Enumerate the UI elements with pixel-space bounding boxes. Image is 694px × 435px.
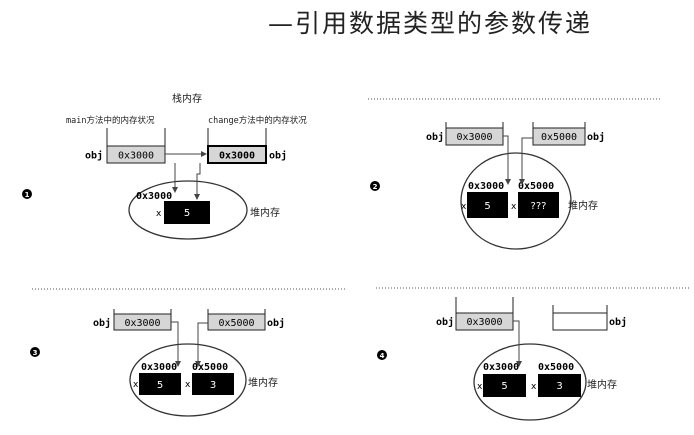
heap-object [518, 192, 559, 218]
heap-object [538, 374, 581, 397]
step-number: 4 [380, 352, 385, 360]
heap-memory-label: 堆内存 [568, 199, 598, 212]
stack-memory-label: 栈内存 [172, 92, 202, 105]
main-state-label: main方法中的内存状况 [66, 115, 155, 126]
change-stack-frame-released [552, 305, 608, 331]
heap-object-value: 5 [501, 381, 507, 392]
change-obj-slot [207, 313, 266, 331]
reference-arrow [519, 137, 533, 185]
heap-object-value: 3 [556, 381, 562, 392]
field-x-label: x [156, 209, 162, 219]
change-obj-slot [207, 145, 267, 164]
obj-label: obj [609, 316, 627, 328]
step-number: 1 [25, 191, 30, 199]
field-x-label: x [461, 202, 467, 212]
heap-object-value: 5 [184, 208, 190, 219]
heap-address: 0x3000 [136, 191, 172, 202]
step-3: 3 0x3000 obj 0x5000 obj 堆内存 0x3000 5 x 0… [30, 309, 285, 417]
step-badge [22, 189, 32, 199]
change-obj-value: 0x5000 [541, 132, 577, 143]
field-x-label: x [185, 380, 191, 390]
step-1: 1 栈内存 main方法中的内存状况 change方法中的内存状况 0x3000… [22, 92, 307, 240]
heap-address: 0x3000 [468, 181, 504, 192]
step-badge [30, 347, 40, 357]
heap-object-value: ??? [531, 201, 547, 212]
change-obj-value: 0x3000 [219, 151, 255, 162]
step-badge [370, 181, 380, 191]
field-x-label: x [133, 380, 139, 390]
heap-object-value: 5 [157, 380, 163, 391]
step-number: 3 [33, 349, 38, 357]
obj-label: obj [267, 317, 285, 329]
heap-address: 0x3000 [141, 362, 177, 373]
heap-object-value: 3 [210, 380, 216, 391]
reference-arrow [503, 135, 511, 185]
obj-label: obj [269, 150, 287, 162]
obj-label: obj [426, 131, 444, 143]
heap-memory-label: 堆内存 [587, 378, 617, 391]
obj-label: obj [587, 131, 605, 143]
heap-address: 0x5000 [538, 362, 574, 373]
heap-address: 0x5000 [518, 181, 554, 192]
obj-label: obj [436, 316, 454, 328]
reference-arrow [195, 322, 208, 367]
step-4: 4 0x3000 obj obj 堆内存 0x3000 5 x 0x5000 3… [377, 297, 627, 421]
reference-arrow [171, 321, 181, 367]
main-obj-value: 0x3000 [118, 151, 154, 162]
step-number: 2 [373, 183, 378, 191]
main-obj-value: 0x3000 [456, 132, 492, 143]
heap-object [483, 374, 526, 397]
change-state-label: change方法中的内存状况 [208, 115, 307, 126]
reference-arrow [194, 163, 201, 200]
reference-arrow [513, 320, 522, 367]
heap-object [192, 373, 234, 395]
heap-ellipse [460, 152, 572, 250]
step-badge [377, 350, 387, 360]
obj-label: obj [85, 150, 103, 162]
heap-object-value: 5 [484, 201, 490, 212]
heap-ellipse [129, 343, 247, 417]
field-x-label: x [531, 382, 537, 392]
heap-ellipse [473, 343, 587, 421]
heap-object [467, 192, 508, 218]
heap-memory-label: 堆内存 [250, 206, 280, 219]
heap-memory-label: 堆内存 [248, 376, 278, 389]
change-obj-slot [532, 127, 586, 146]
change-obj-value: 0x5000 [218, 318, 254, 329]
heap-address: 0x5000 [192, 362, 228, 373]
step-2: 2 0x3000 obj 0x5000 obj 堆内存 0x3000 5 x 0… [370, 122, 605, 250]
main-obj-value: 0x3000 [466, 317, 502, 328]
heap-object [139, 373, 181, 395]
heap-address: 0x3000 [483, 362, 519, 373]
heap-object [164, 201, 210, 224]
field-x-label: x [477, 382, 483, 392]
slide-title: —引用数据类型的参数传递 [268, 9, 593, 38]
main-obj-value: 0x3000 [124, 318, 160, 329]
obj-label: obj [93, 317, 111, 329]
field-x-label: x [511, 202, 517, 212]
